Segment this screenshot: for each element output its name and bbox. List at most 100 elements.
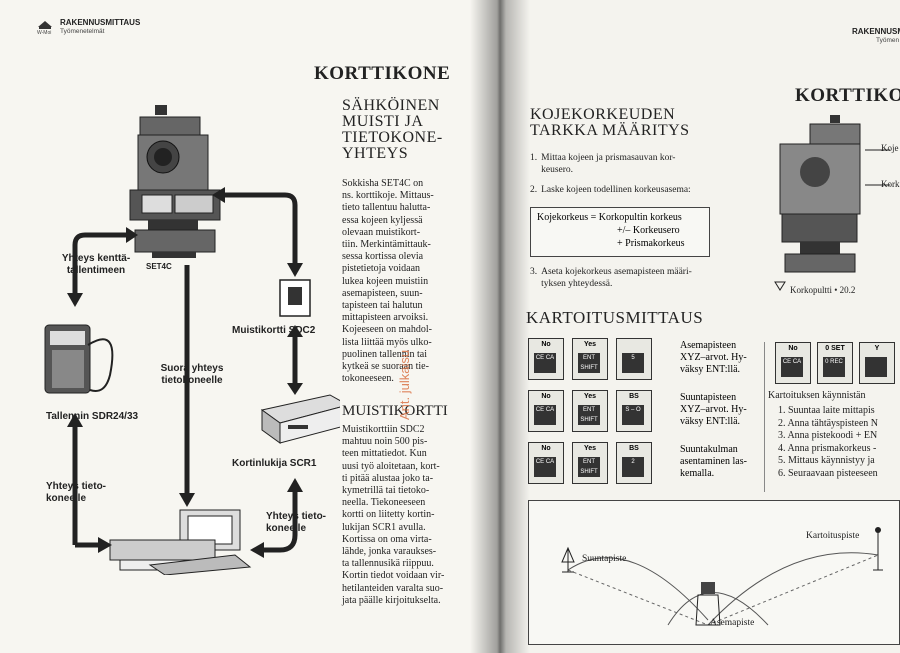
section2-line: mahtuu noin 500 pis- — [342, 436, 428, 448]
section2-line: lukijan SCR1 avulla. — [342, 521, 426, 533]
key-face-label — [865, 357, 887, 377]
key-top-label: Yes — [583, 445, 597, 452]
key-row-text-line: väksy ENT:llä. — [680, 416, 741, 427]
key-face-label: CE CA — [781, 357, 803, 377]
right-page: RAKENNUSMI Työmen KORTTIKO KOJEKORKEUDEN… — [500, 0, 900, 653]
keypad-key: No CE CA — [775, 342, 811, 384]
column-divider — [764, 342, 765, 492]
suuntapiste-label: Suuntapiste — [582, 554, 627, 564]
set4c-label: SET4C — [146, 262, 172, 271]
kartoituspiste-label: Kartoituspiste — [806, 531, 860, 541]
section1-line: lukea kojeen muistiin — [342, 275, 429, 287]
keypad-key: BS 2 — [616, 442, 652, 484]
key-face-label: S – O — [622, 405, 644, 425]
key-top-label: No — [788, 345, 798, 352]
key-row-text-line: asentaminen las- — [680, 456, 747, 467]
section1-line: ns. korttikoje. Mittaus- — [342, 190, 434, 202]
left-page: W-Moi RAKENNUSMITTAUS Työmenetelmät KORT… — [0, 0, 500, 653]
device-diagram — [44, 105, 340, 575]
key-face-label: CE CA — [534, 405, 556, 425]
key-face-label: 0 REC — [823, 357, 845, 377]
recorder-illustration — [44, 324, 114, 394]
section2-line: ta tallennusikä riippuu. — [342, 558, 434, 570]
suuntapiste-marker — [561, 546, 575, 573]
section1-line: puolinen tallennin tai — [342, 348, 427, 360]
yhteys-kentta-label: Yhteys kenttä-tallentimeen — [61, 253, 131, 276]
section1-line: kytkeä se suoraan tie- — [342, 361, 429, 373]
section2-line: Muistikorttiin SDC2 — [342, 424, 425, 435]
memory-card-illustration — [279, 279, 311, 317]
yhteys-tieto-left-label: Yhteys tieto-koneelle — [46, 481, 107, 504]
key-top-label: No — [541, 393, 551, 400]
total-station-illustration — [129, 105, 221, 258]
section2-line: neella. Tiekoneeseen — [342, 497, 426, 509]
key-top-label: No — [541, 341, 551, 348]
key-row-text-line: XYZ–arvot. Hy- — [680, 352, 747, 363]
key-face-label: ENT SHIFT — [578, 405, 600, 425]
key-row-text-line: väksy ENT:llä. — [680, 364, 741, 375]
kartoitus-line: 5. Mittaus käynnistyy ja — [778, 455, 875, 466]
key-face-label: 2 — [622, 457, 644, 477]
section2-line: kortti on liitetty kortin- — [342, 509, 435, 521]
step-2: 2.Laske kojeen todellinen korkeusasema: — [530, 185, 691, 195]
logo-text: W-Moi — [37, 30, 52, 36]
section1-line: tokoneeseen. — [342, 373, 394, 385]
section2-line: kymetrillä tai tietoko- — [342, 485, 430, 497]
step-1: 1.Mittaa kojeen ja prismasauvan kor-keus… — [530, 153, 676, 175]
section1-line: Kojeeseen on mahdol- — [342, 324, 432, 336]
kartoituspiste-marker — [873, 527, 883, 571]
kartoitus-title: Kartoituksen käynnistän — [768, 390, 866, 401]
section1-line: pistetietoja voidaan — [342, 263, 421, 275]
formula-box: Kojekorkeus = Korkopultin korkeus +/– Ko… — [530, 207, 710, 257]
section2-line: uusi työ aloitetaan, kort- — [342, 460, 440, 472]
kartoitus-line: 4. Anna prismakorkeus - — [778, 442, 877, 454]
kartoitus-line: 1. Suuntaa laite mittapis — [778, 405, 875, 416]
header-title: RAKENNUSMITTAUS — [60, 18, 141, 27]
section-title-1: SÄHKÖINEN MUISTI JA TIETOKONE-YHTEYS — [342, 97, 443, 162]
key-top-label: Y — [874, 345, 880, 352]
yhteys-tieto-right-label: Yhteys tieto-koneelle — [266, 511, 327, 534]
muistikortti-label: Muistikortti SDC2 — [232, 325, 316, 336]
computer-illustration — [109, 509, 252, 575]
logo — [36, 18, 54, 30]
key-face-label: CE CA — [534, 457, 556, 477]
section2-line: Kortin tiedot voidaan vir- — [342, 570, 445, 582]
key-row-text-line: Suuntapisteen — [680, 392, 737, 403]
key-face-label: CE CA — [534, 353, 556, 373]
section1-line: mittapisteen arvoiksi. — [342, 312, 429, 324]
key-top-label: Yes — [583, 341, 597, 348]
kartoitus-line: 6. Seuraavaan pisteeseen — [778, 467, 878, 479]
section2-line: teen mittatiedot. Kun — [342, 448, 427, 460]
card-reader-illustration — [260, 394, 340, 444]
page-title-right: KORTTIKO — [795, 85, 900, 106]
key-face-label: 5 — [622, 353, 644, 373]
section1-line: essa kojeen kyljessä — [342, 214, 423, 226]
section2-line: ti pitää alustaa joko ta- — [342, 472, 434, 484]
key-top-label: BS — [629, 445, 639, 452]
keypad-key: No CE CA — [528, 338, 564, 380]
keypad-key: Y — [859, 342, 895, 384]
section2-line: Kortissa on oma virta- — [342, 533, 432, 545]
steps-list: 1.Mittaa kojeen ja prismasauvan kor-keus… — [530, 152, 740, 196]
section1-line: asemapisteen, suun- — [342, 287, 423, 299]
key-top-label: Yes — [583, 393, 597, 400]
section2-line: hetilanteiden varalta suo- — [342, 582, 444, 594]
section-title-2: MUISTIKORTTI — [342, 403, 448, 419]
key-top-label: No — [541, 445, 551, 452]
korko-label: Kork — [881, 179, 900, 189]
section1-line: tieto tallentuu halutta- — [342, 202, 431, 214]
key-row-text-line: kemalla. — [680, 468, 715, 479]
asemapiste-marker — [695, 582, 721, 626]
section1-line: sessa kortissa olevia — [342, 251, 424, 263]
